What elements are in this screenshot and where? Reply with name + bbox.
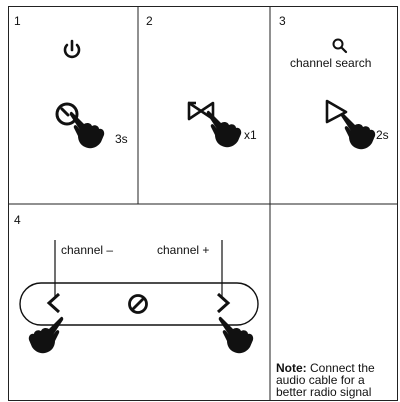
note-text: Note: Connect the audio cable for a bett… [276,362,396,398]
control-bar-outline [19,240,259,326]
note-bold: Note: [276,361,307,375]
channel-plus-label: channel + [157,243,210,257]
power-icon [63,39,81,59]
panel-4-number: 4 [14,213,21,227]
panel-2: 2 x1 [139,7,271,205]
power-button-icon [55,102,79,126]
pointing-hand-icon [69,111,105,149]
note-line3: better radio signal [276,385,372,399]
pointing-hand-icon [206,110,242,148]
panel-2-number: 2 [146,14,153,28]
no-symbol-icon [128,294,148,314]
search-icon [332,38,348,54]
panel-1-number: 1 [14,14,21,28]
pointing-hand-icon [28,316,64,354]
channel-search-label: channel search [290,56,372,70]
chevron-right-icon [216,292,231,314]
panel-1: 1 3s [9,7,139,205]
pointing-hand-icon [218,316,254,354]
panel-3-number: 3 [279,14,286,28]
pointing-hand-icon [340,112,376,150]
note-panel: Note: Connect the audio cable for a bett… [271,205,399,402]
chevron-left-icon [46,292,61,314]
instruction-grid: 1 3s 2 x1 [8,6,398,401]
panel-3: 3 channel search 2s [271,7,399,205]
panel-1-duration: 3s [115,132,128,146]
panel-2-count: x1 [244,128,257,142]
channel-minus-label: channel – [61,243,114,257]
grid-lines [8,6,398,401]
panel-3-duration: 2s [376,128,389,142]
note-line1: Connect the [306,361,375,375]
note-line2: audio cable for a [276,373,365,387]
bowtie-icon [187,101,215,121]
play-icon [325,99,348,124]
panel-4: 4 channel – channel + [9,205,271,402]
